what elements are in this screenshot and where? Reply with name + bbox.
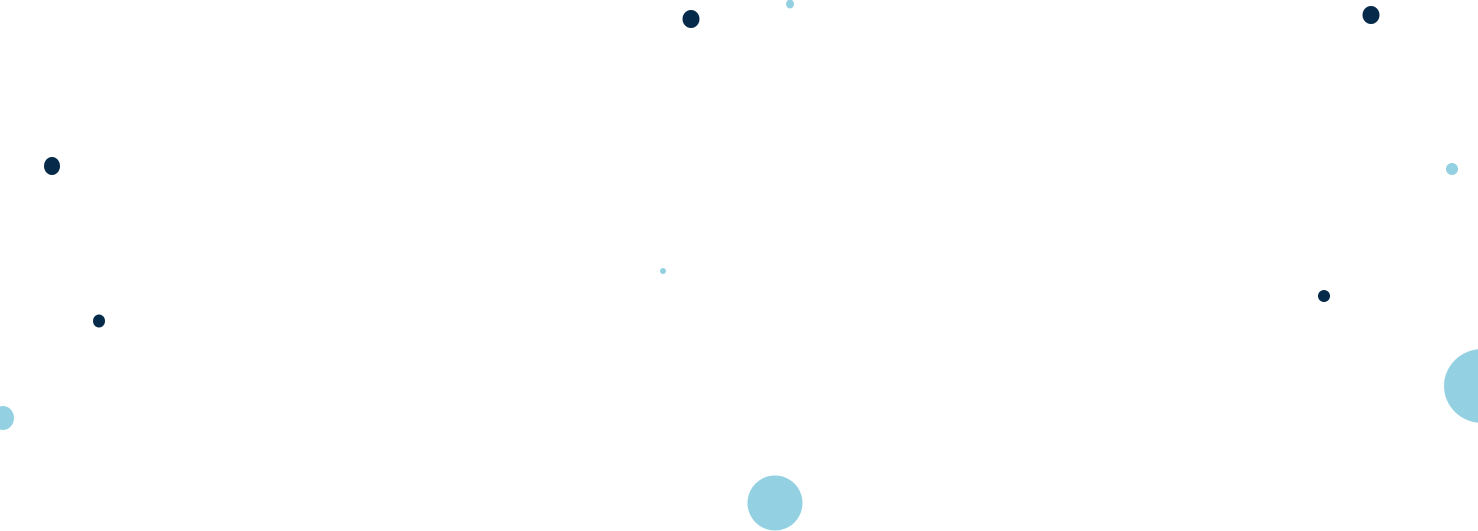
light-dot (786, 0, 794, 9)
light-dot (1444, 349, 1478, 423)
light-dot (0, 406, 14, 430)
dark-dot (44, 157, 60, 175)
light-dot (660, 268, 666, 274)
dark-dot (682, 10, 700, 28)
dark-dot (93, 314, 105, 328)
dark-dot (1318, 290, 1330, 302)
dark-dot (1362, 6, 1380, 24)
light-dot (1446, 163, 1458, 175)
light-dot (747, 475, 803, 531)
